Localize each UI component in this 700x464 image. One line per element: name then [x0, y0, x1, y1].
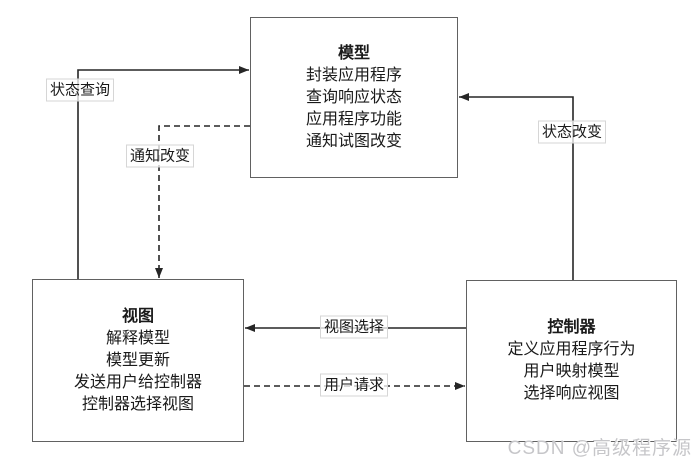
node-view: 视图 解释模型 模型更新 发送用户给控制器 控制器选择视图 [32, 279, 244, 442]
node-model: 模型 封装应用程序 查询响应状态 应用程序功能 通知试图改变 [250, 17, 458, 178]
node-model-line: 通知试图改变 [305, 132, 402, 150]
node-controller-title: 控制器 [547, 319, 596, 336]
node-view-title: 视图 [121, 307, 154, 325]
edge-state-change [459, 93, 574, 280]
edge-state-query [77, 66, 249, 279]
node-controller-line: 定义应用程序行为 [507, 341, 636, 358]
edge-label-state-change: 状态改变 [537, 120, 607, 144]
node-view-line: 解释模型 [105, 329, 170, 347]
node-view-line: 发送用户给控制器 [73, 373, 202, 391]
node-view-line: 模型更新 [105, 351, 170, 369]
node-controller-line: 用户映射模型 [523, 363, 620, 380]
node-model-line: 查询响应状态 [305, 88, 402, 106]
edge-label-user-request: 用户请求 [319, 373, 389, 397]
node-view-line: 控制器选择视图 [81, 395, 194, 413]
node-model-line: 封装应用程序 [305, 66, 402, 84]
edge-notify-change [155, 125, 250, 278]
edge-label-notify-change: 通知改变 [125, 144, 195, 168]
edge-label-view-select: 视图选择 [319, 315, 389, 339]
node-model-title: 模型 [337, 44, 370, 62]
node-controller: 控制器 定义应用程序行为 用户映射模型 选择响应视图 [466, 280, 677, 442]
node-controller-line: 选择响应视图 [523, 385, 620, 402]
watermark: CSDN @高级程序源 [507, 438, 692, 459]
node-model-line: 应用程序功能 [305, 110, 402, 128]
edge-label-state-query: 状态查询 [45, 78, 115, 102]
